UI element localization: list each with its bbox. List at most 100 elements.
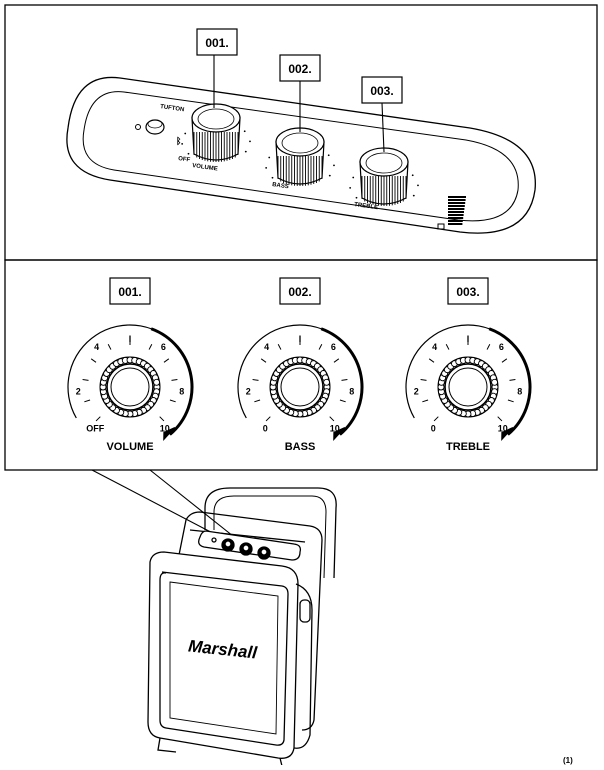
dial-tick-label: 2: [76, 387, 81, 397]
dial-tick-label: 2: [414, 387, 419, 397]
dial-tick-label: I: [299, 334, 302, 344]
dial-tick-label: 10: [498, 423, 508, 433]
dial-callout-box: [109, 277, 151, 305]
dial-tick-mark: [171, 378, 178, 381]
meter-segment: [448, 211, 464, 213]
dial-inner-ring: [110, 367, 150, 407]
dial-tick-label: I: [129, 334, 132, 344]
dial-tick-label: 10: [160, 423, 170, 433]
dial-inner-ring: [280, 367, 320, 407]
callout-top-1-label: 001.: [205, 36, 228, 50]
treble-knob-top: [349, 147, 419, 206]
meter-segment: [448, 202, 466, 204]
knob-cap: [275, 127, 325, 157]
treble-plate-label: TREBLE: [354, 202, 379, 211]
meter-segment: [448, 223, 463, 225]
knob-scale-dot: [249, 140, 251, 143]
knob-scale-dot: [352, 176, 355, 179]
dial-caption: VOLUME: [106, 441, 153, 453]
dial-tick-mark: [265, 416, 271, 422]
knob-scale-dot: [349, 186, 352, 189]
dial-face: [106, 363, 154, 411]
dial-tick-mark: [497, 416, 503, 422]
dial-tick-mark: [163, 358, 170, 363]
dial-tick-label: 6: [331, 342, 336, 352]
dial-tick-mark: [445, 344, 450, 350]
callout-top-3-label: 003.: [370, 84, 393, 98]
knob-scale-dot: [271, 176, 274, 179]
knob-scale-dot: [355, 196, 358, 199]
dial-tick-mark: [329, 416, 335, 422]
dial-caption: TREBLE: [446, 441, 490, 453]
knob-scale-dot: [184, 132, 187, 135]
knob-scale-dot: [181, 142, 184, 145]
meter-segment: [448, 196, 466, 198]
knob-scale-dot: [187, 152, 190, 155]
dial-tick-mark: [84, 399, 91, 403]
callout-top-3: 003.: [361, 76, 403, 153]
bass-knob-top: [265, 127, 335, 186]
callout-top-1: 001.: [196, 28, 238, 108]
meter-segment: [448, 208, 465, 210]
knob-scale-dot: [327, 154, 330, 157]
dial-callout-label: 003.: [456, 285, 479, 299]
callout-top-2-label: 002.: [288, 62, 311, 76]
knob-cap: [191, 103, 241, 133]
dial-tick-mark: [252, 378, 259, 381]
knob-scale-dot: [412, 194, 415, 197]
knob-scale-dot: [243, 130, 246, 133]
dial-tick-label: 8: [179, 387, 184, 397]
knob-cap-inner: [197, 108, 235, 130]
dial-tick-mark: [333, 358, 340, 363]
speaker-illustration: [91, 469, 337, 767]
dial-outer-ring: [99, 356, 161, 418]
dial-outer-ring: [269, 356, 331, 418]
top-knobs: [181, 103, 419, 206]
dial-direction-arc: [488, 327, 532, 436]
dial-callout-box: [447, 277, 489, 305]
level-meter: [448, 196, 466, 225]
power-led: [135, 124, 141, 130]
meter-segment: [448, 205, 465, 207]
knob-cap-inner: [365, 152, 403, 174]
dial-tick-mark: [422, 399, 429, 403]
dial-tick-mark: [433, 416, 439, 422]
dial-tick-label: 4: [264, 342, 269, 352]
dial-knurl: [153, 378, 161, 386]
dial-tick-label: 6: [499, 342, 504, 352]
dial-tick-mark: [260, 358, 267, 363]
dial-tick-mark: [148, 344, 153, 350]
dial-tick-mark: [341, 378, 348, 381]
dial-tick-mark: [95, 416, 101, 422]
callout-top-2: 002.: [279, 54, 321, 132]
dial-tick-label: 4: [432, 342, 437, 352]
dial-callout-label: 002.: [288, 285, 311, 299]
dial-tick-mark: [420, 378, 427, 381]
dial-tick-label: 4: [94, 342, 99, 352]
dial-knurl: [491, 378, 499, 386]
dial-face: [276, 363, 324, 411]
dial-tick-mark: [501, 358, 508, 363]
dial-tick-label: 6: [161, 342, 166, 352]
dial-inner-ring: [448, 367, 488, 407]
knob-scale-dot: [333, 164, 335, 167]
meter-segment: [448, 214, 464, 216]
dial-tick-mark: [318, 344, 323, 350]
dial-direction-arc: [150, 327, 194, 436]
dial-tick-label: 8: [517, 387, 522, 397]
knob-scale-dot: [268, 156, 271, 159]
dial-tick-mark: [486, 344, 491, 350]
dial-tick-label: 2: [246, 387, 251, 397]
dial-arrowhead: [163, 427, 176, 441]
dial-tick-mark: [82, 378, 89, 381]
dial-outer-ring: [437, 356, 499, 418]
dial-tick-mark: [428, 358, 435, 363]
dial-tick-mark: [277, 344, 282, 350]
dial-tick-mark: [90, 358, 97, 363]
volume-off-label: OFF: [178, 156, 191, 164]
dial-tick-label: 8: [349, 387, 354, 397]
dial-tick-mark: [169, 399, 176, 403]
